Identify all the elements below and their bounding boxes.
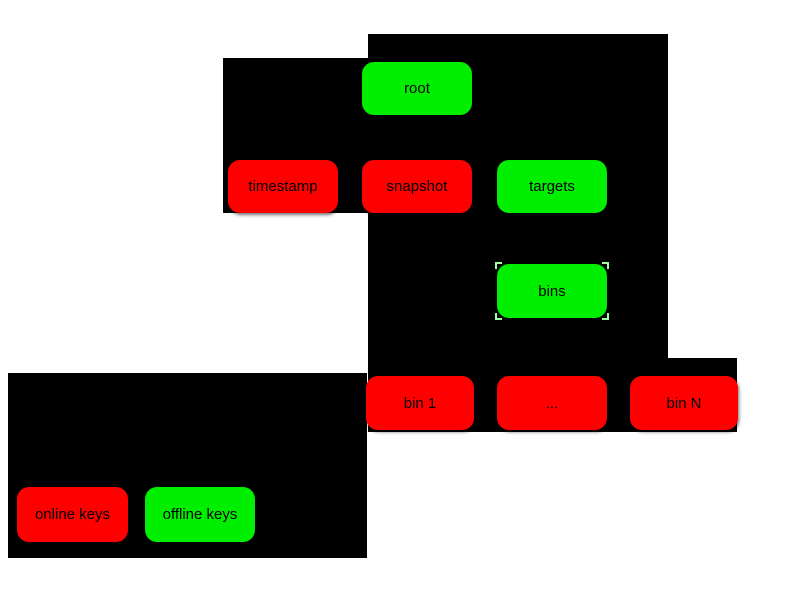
node-bin-1-label: bin 1 bbox=[403, 394, 437, 412]
selection-tick-icon bbox=[495, 262, 502, 269]
node-targets-label: targets bbox=[529, 178, 575, 195]
node-targets: targets bbox=[497, 160, 607, 213]
node-snapshot: snapshot bbox=[362, 160, 472, 213]
node-bin-1: bin 1 bbox=[366, 376, 474, 430]
selection-tick-icon bbox=[495, 313, 502, 320]
selection-tick-icon bbox=[602, 262, 609, 269]
node-bin-ellipsis-label: ... bbox=[545, 394, 559, 412]
node-bin-n: bin N bbox=[630, 376, 738, 430]
node-offline-keys: offline keys bbox=[145, 487, 255, 542]
node-bins: bins bbox=[495, 262, 609, 320]
node-bin-n-label: bin N bbox=[666, 394, 702, 412]
node-root: root bbox=[362, 62, 472, 115]
node-timestamp: timestamp bbox=[228, 160, 338, 213]
node-online-keys-label: online keys bbox=[34, 506, 111, 523]
node-root-label: root bbox=[404, 80, 430, 97]
node-bin-ellipsis: ... bbox=[497, 376, 607, 430]
node-snapshot-label: snapshot bbox=[386, 178, 448, 195]
node-offline-keys-label: offline keys bbox=[162, 506, 238, 523]
node-timestamp-label: timestamp bbox=[248, 178, 318, 195]
node-online-keys: online keys bbox=[17, 487, 128, 542]
node-bins-label: bins bbox=[538, 282, 566, 300]
selection-tick-icon bbox=[602, 313, 609, 320]
